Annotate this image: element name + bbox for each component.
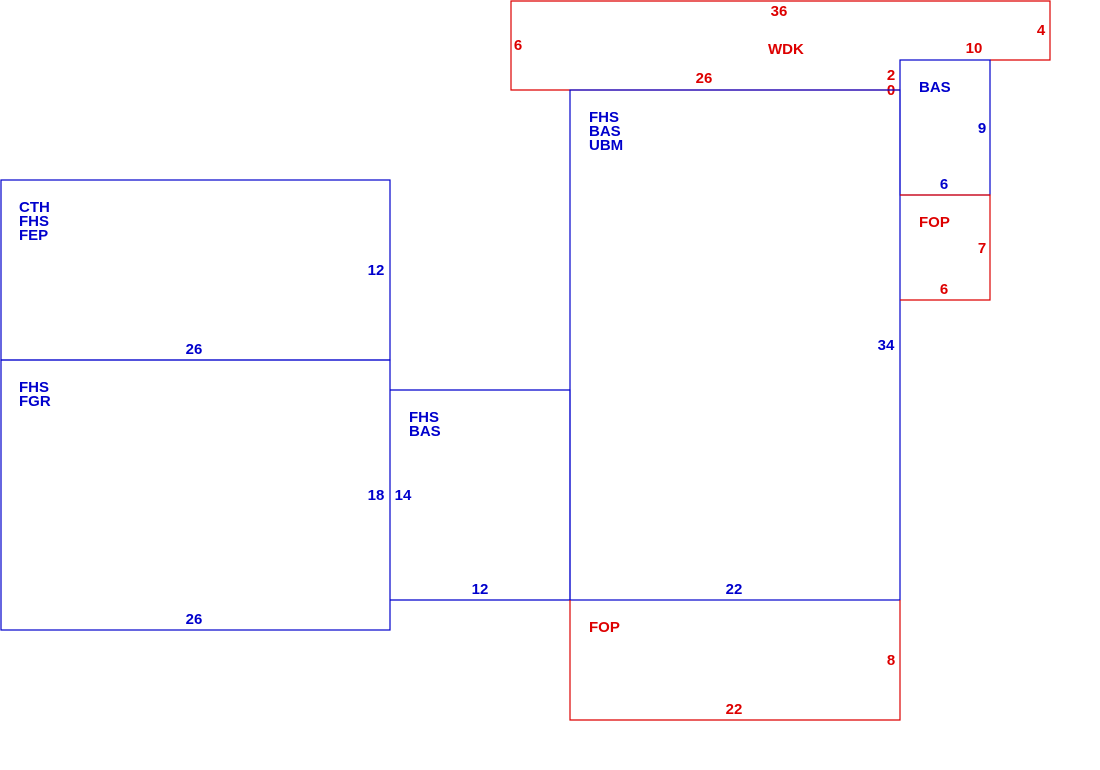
bas-small-label-2: BAS xyxy=(409,423,441,440)
fop-right-dim-right: 7 xyxy=(978,240,986,257)
wdk-label: WDK xyxy=(768,41,804,58)
fop-bottom-dim-bottom: 22 xyxy=(726,701,743,718)
cth-block: CTH FHS FEP 12 26 xyxy=(0,179,391,361)
bas-corner-label: BAS xyxy=(919,79,951,96)
fop-right-outline xyxy=(900,194,991,301)
wdk-dim-right: 4 xyxy=(1037,22,1046,39)
fop-right-dim-bottom: 6 xyxy=(940,281,948,298)
fgr-dim-bottom: 26 xyxy=(186,611,203,628)
bas-corner-dim-bottom: 6 xyxy=(940,176,948,193)
main-dim-bottom: 22 xyxy=(726,581,743,598)
cth-label-1: CTH xyxy=(19,199,50,216)
bas-small-label-1: FHS xyxy=(409,409,439,426)
bas-corner-block: BAS 9 6 xyxy=(899,59,991,196)
wdk-dim-bottom-left: 26 xyxy=(696,70,713,87)
main-label-2: BAS xyxy=(589,123,621,140)
wdk-dim-top: 36 xyxy=(771,3,788,20)
fop-bottom-block: FOP 8 22 xyxy=(569,600,901,721)
wdk-dim-step: 2 xyxy=(887,67,895,84)
fop-right-label: FOP xyxy=(919,214,950,231)
bas-small-dim-left: 14 xyxy=(395,487,412,504)
bas-small-block: FHS BAS 14 12 xyxy=(390,389,571,601)
fgr-label-2: FGR xyxy=(19,393,51,410)
cth-label-2: FHS xyxy=(19,213,49,230)
wdk-dim-bottom-right: 10 xyxy=(966,40,983,57)
cth-label-3: FEP xyxy=(19,227,48,244)
main-label-1: FHS xyxy=(589,109,619,126)
fgr-dim-right: 18 xyxy=(368,487,385,504)
fgr-block-outline xyxy=(0,359,391,631)
fop-bottom-label: FOP xyxy=(589,619,620,636)
cth-block-outline xyxy=(0,179,391,361)
fop-right-block: FOP 7 6 xyxy=(900,194,991,301)
fop-bottom-outline xyxy=(569,600,901,721)
fgr-label-1: FHS xyxy=(19,379,49,396)
wdk-area: 36 6 4 10 26 2 0 WDK xyxy=(510,0,1051,99)
fop-bottom-dim-right: 8 xyxy=(887,652,895,669)
fgr-block: FHS FGR 18 26 xyxy=(0,359,391,631)
main-label-3: UBM xyxy=(589,137,623,154)
cth-dim-right: 12 xyxy=(368,262,385,279)
cth-dim-bottom: 26 xyxy=(186,341,203,358)
wdk-dim-left: 6 xyxy=(514,37,522,54)
main-block-outline xyxy=(569,89,901,601)
wdk-outline xyxy=(510,0,1051,91)
main-block: FHS BAS UBM 34 22 xyxy=(569,89,901,601)
main-dim-right: 34 xyxy=(878,337,895,354)
bas-small-dim-bottom: 12 xyxy=(472,581,489,598)
bas-corner-dim-right: 9 xyxy=(978,120,986,137)
